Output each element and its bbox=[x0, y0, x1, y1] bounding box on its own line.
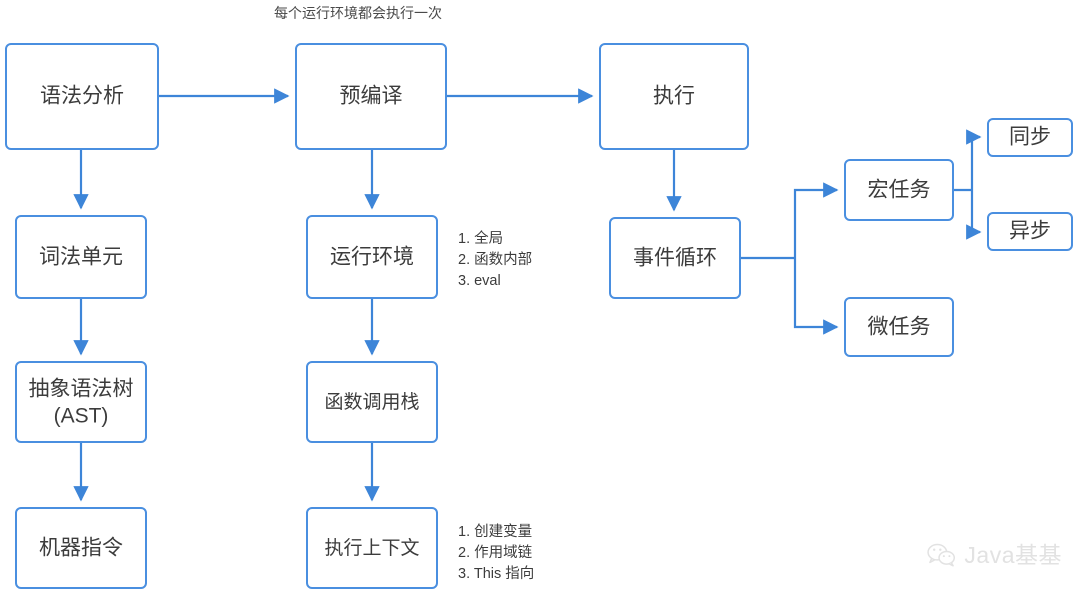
edge-macro-task-to-sync bbox=[966, 129, 982, 190]
node-box-event-loop[interactable] bbox=[609, 217, 741, 299]
node-label-ast-line1: 抽象语法树 bbox=[29, 378, 134, 401]
node-label-ast-line2: (AST) bbox=[54, 405, 109, 428]
node-box-call-stack[interactable] bbox=[306, 361, 438, 443]
node-exec-context[interactable]: 执行上下文 bbox=[306, 507, 438, 589]
note-runtime-env-line-2: 2. 函数内部 bbox=[458, 251, 532, 268]
note-exec-context-line-3: 3. This 指向 bbox=[458, 565, 534, 582]
connector-layer bbox=[73, 88, 982, 502]
node-box-micro-task[interactable] bbox=[844, 297, 954, 357]
node-syntax-analysis[interactable]: 语法分析 bbox=[5, 43, 159, 150]
node-box-runtime-env[interactable] bbox=[306, 215, 438, 299]
node-label-macro-task: 宏任务 bbox=[868, 179, 931, 202]
node-box-lexical-unit[interactable] bbox=[15, 215, 147, 299]
node-call-stack[interactable]: 函数调用栈 bbox=[306, 361, 438, 443]
node-machine-code[interactable]: 机器指令 bbox=[15, 507, 147, 589]
node-label-runtime-env: 运行环境 bbox=[330, 246, 414, 269]
edge-event-loop-to-micro-task bbox=[793, 258, 839, 335]
node-box-precompile[interactable] bbox=[295, 43, 447, 150]
node-label-event-loop: 事件循环 bbox=[633, 247, 717, 270]
node-runtime-env[interactable]: 运行环境 bbox=[306, 215, 438, 299]
node-box-async[interactable] bbox=[987, 212, 1073, 251]
note-runtime-env-line-1: 1. 全局 bbox=[458, 229, 503, 247]
note-runtime-env: 1. 全局 2. 函数内部 3. eval bbox=[458, 229, 532, 289]
node-sync[interactable]: 同步 bbox=[987, 118, 1073, 157]
node-ast[interactable]: 抽象语法树 (AST) bbox=[15, 361, 147, 443]
node-label-sync: 同步 bbox=[1009, 126, 1051, 149]
edge-macro-task-to-async bbox=[966, 190, 982, 240]
node-label-machine-code: 机器指令 bbox=[39, 537, 123, 560]
edge-event-loop-to-macro-task bbox=[793, 182, 839, 258]
node-event-loop[interactable]: 事件循环 bbox=[609, 217, 741, 299]
node-label-precompile: 预编译 bbox=[340, 85, 403, 108]
node-label-exec-context: 执行上下文 bbox=[324, 537, 419, 559]
node-label-syntax-analysis: 语法分析 bbox=[40, 85, 124, 108]
node-box-exec-context[interactable] bbox=[306, 507, 438, 589]
note-exec-context: 1. 创建变量 2. 作用域链 3. This 指向 bbox=[458, 523, 534, 582]
node-async[interactable]: 异步 bbox=[987, 212, 1073, 251]
node-box-execute[interactable] bbox=[599, 43, 749, 150]
node-label-micro-task: 微任务 bbox=[868, 316, 931, 339]
note-exec-context-line-1: 1. 创建变量 bbox=[458, 523, 532, 540]
node-box-machine-code[interactable] bbox=[15, 507, 147, 589]
note-runtime-env-line-3: 3. eval bbox=[458, 273, 501, 289]
node-micro-task[interactable]: 微任务 bbox=[844, 297, 954, 357]
node-box-syntax-analysis[interactable] bbox=[5, 43, 159, 150]
node-lexical-unit[interactable]: 词法单元 bbox=[15, 215, 147, 299]
node-box-macro-task[interactable] bbox=[844, 159, 954, 221]
node-label-async: 异步 bbox=[1009, 220, 1051, 243]
node-macro-task[interactable]: 宏任务 bbox=[844, 159, 954, 221]
node-execute[interactable]: 执行 bbox=[599, 43, 749, 150]
note-exec-context-line-2: 2. 作用域链 bbox=[458, 544, 533, 561]
node-box-ast[interactable] bbox=[15, 361, 147, 443]
node-label-lexical-unit: 词法单元 bbox=[39, 246, 123, 269]
node-label-call-stack: 函数调用栈 bbox=[324, 391, 419, 413]
node-box-sync[interactable] bbox=[987, 118, 1073, 157]
node-label-execute: 执行 bbox=[653, 85, 695, 108]
diagram-caption: 每个运行环境都会执行一次 bbox=[274, 5, 442, 21]
node-precompile[interactable]: 预编译 bbox=[295, 43, 447, 150]
